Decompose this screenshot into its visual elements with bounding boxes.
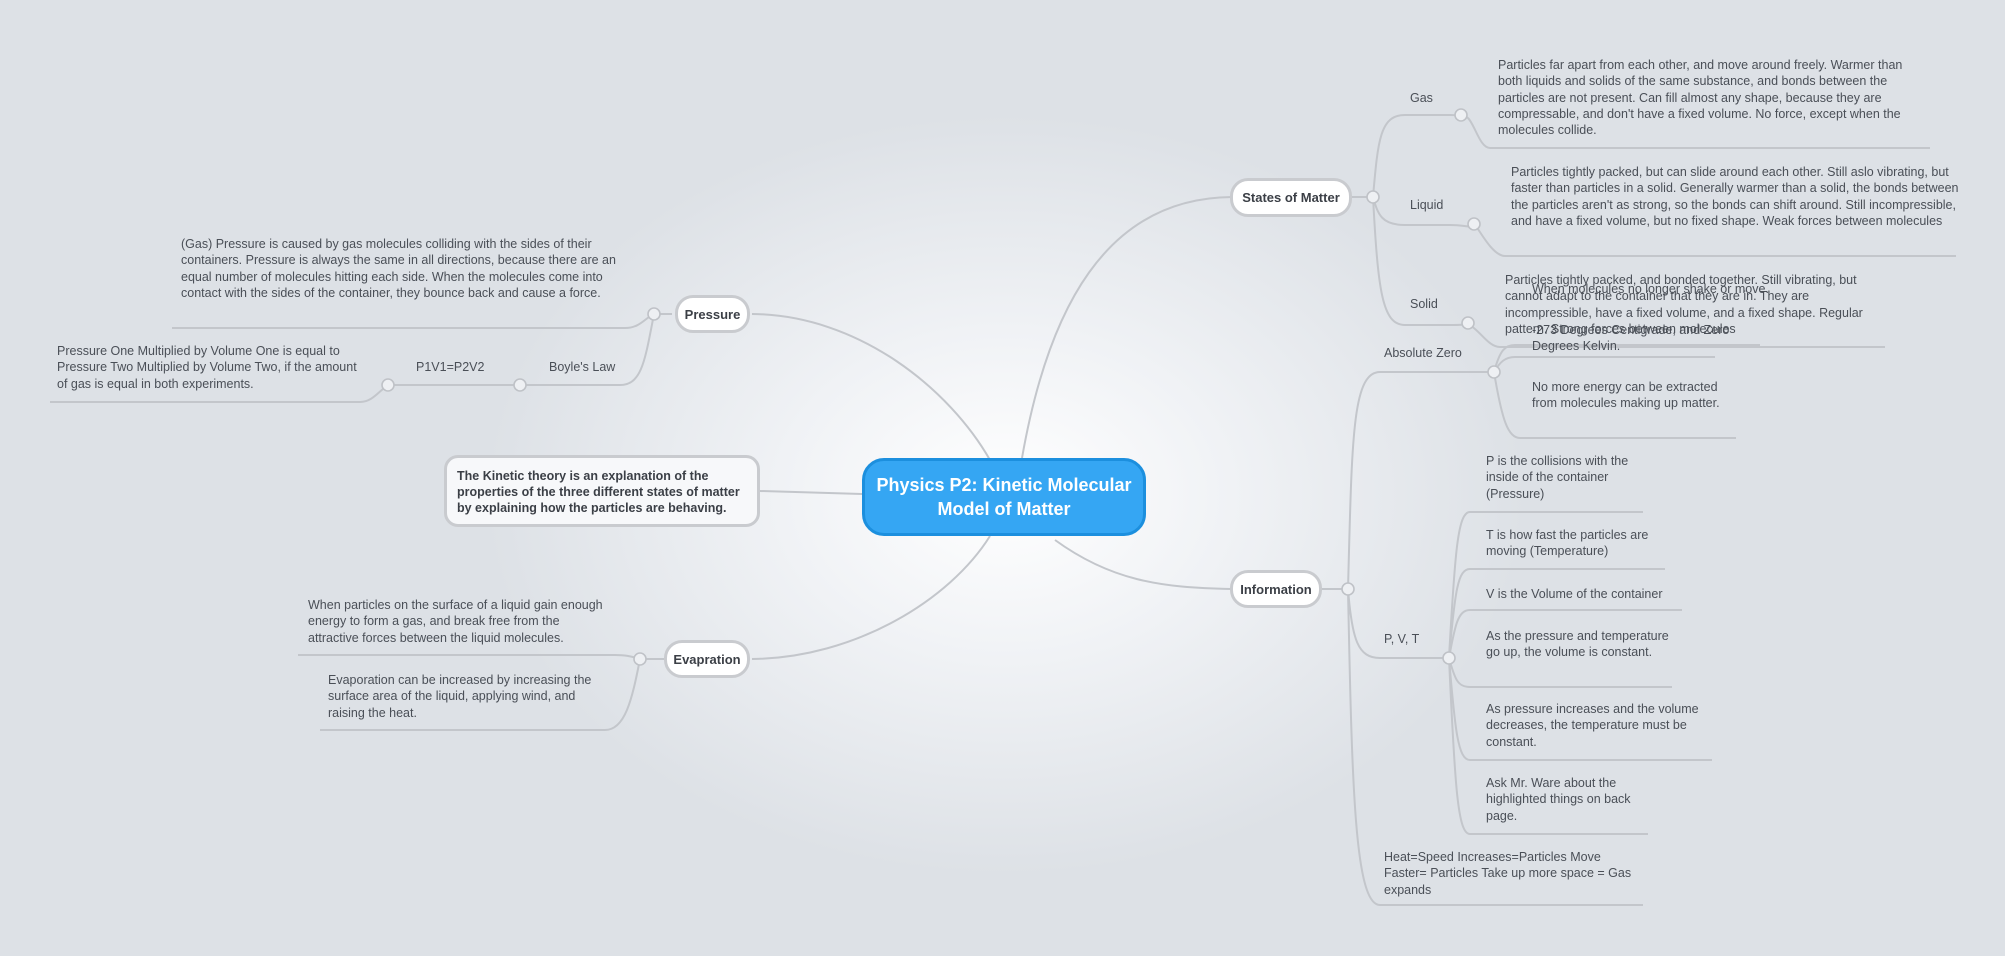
pvt-note-2: T is how fast the particles are moving (… (1486, 528, 1649, 559)
pvt-note-4: As the pressure and temperature go up, t… (1486, 629, 1669, 660)
subtopic-absolute-zero[interactable]: Absolute Zero (1384, 346, 1462, 360)
link-central-evaporation (751, 535, 991, 660)
topic-states-of-matter[interactable]: States of Matter (1230, 178, 1352, 217)
link-pvt (1347, 588, 1449, 659)
evaporation-note-1: When particles on the surface of a liqui… (308, 598, 603, 645)
pvt-note3 (1448, 609, 1682, 659)
link-central-pressure (751, 313, 991, 461)
subtopic-liquid[interactable]: Liquid (1410, 198, 1444, 212)
intro-note[interactable]: The Kinetic theory is an explanation of … (444, 455, 760, 527)
boyles-hub-dot (513, 378, 527, 392)
pressure-gas-note (172, 313, 655, 329)
pvt-note-1: P is the collisions with the inside of t… (1486, 454, 1629, 501)
pvt-note-5: As pressure increases and the volume dec… (1486, 702, 1699, 749)
link-heat (1347, 588, 1643, 906)
pvt-note4 (1448, 657, 1672, 688)
pvt-hub-dot (1442, 651, 1456, 665)
absolute-zero-note-1: When molecules no longer shake or move. (1532, 282, 1769, 296)
subtopic-pvt[interactable]: P, V, T (1384, 632, 1420, 646)
pvt-note1 (1448, 511, 1643, 659)
boyles-formula[interactable]: P1V1=P2V2 (416, 360, 485, 374)
az-note2 (1493, 356, 1715, 373)
boyles-formula-note: Pressure One Multiplied by Volume One is… (57, 344, 357, 391)
absolute-zero-note-2: -273 Degrees Centigrade, and Zero Degree… (1532, 323, 1730, 354)
evaporation-note-2: Evaporation can be increased by increasi… (328, 673, 592, 720)
az-note3 (1493, 371, 1736, 439)
pressure-gas-note: (Gas) Pressure is caused by gas molecule… (181, 237, 616, 300)
pvt-note-3: V is the Volume of the container (1486, 587, 1663, 601)
topic-evaporation[interactable]: Evapration (664, 640, 750, 678)
topic-information[interactable]: Information (1230, 570, 1322, 608)
central-topic[interactable]: Physics P2: Kinetic Molecular Model of M… (862, 458, 1146, 536)
link-gas (1372, 114, 1469, 198)
pressure-hub-dot (647, 307, 661, 321)
information-hub-dot (1341, 582, 1355, 596)
liquid-hub-dot (1467, 217, 1481, 231)
subtopic-solid[interactable]: Solid (1410, 297, 1438, 311)
link-central-information (1054, 539, 1233, 590)
pvt-note6 (1448, 657, 1648, 835)
gas-note-underline (1467, 117, 1930, 149)
solid-note: Particles tightly packed, and bonded tog… (1505, 273, 1863, 336)
evap-hub-dot (633, 652, 647, 666)
states-hub-dot (1366, 190, 1380, 204)
link-central-intro (759, 490, 863, 495)
formula-hub-dot (381, 378, 395, 392)
liquid-note-underline (1475, 225, 1956, 257)
link-absolute-zero (1347, 371, 1494, 590)
link-boyles (520, 313, 655, 386)
absolute-zero-hub-dot (1487, 365, 1501, 379)
link-central-states (1021, 196, 1233, 459)
liquid-note: Particles tightly packed, but can slide … (1511, 165, 1959, 228)
evap-note2 (320, 658, 641, 731)
evap-note1 (298, 654, 641, 660)
central-topic-title: Physics P2: Kinetic Molecular Model of M… (876, 475, 1132, 519)
subtopic-boyles-law[interactable]: Boyle's Law (549, 360, 616, 374)
absolute-zero-note-3: No more energy can be extracted from mol… (1532, 380, 1720, 411)
pvt-note2 (1448, 568, 1665, 659)
topic-pressure-label: Pressure (684, 306, 741, 322)
subtopic-gas[interactable]: Gas (1410, 91, 1433, 105)
topic-pressure[interactable]: Pressure (675, 295, 750, 333)
gas-note: Particles far apart from each other, and… (1498, 58, 1903, 138)
pvt-note-6: Ask Mr. Ware about the highlighted thing… (1486, 776, 1631, 823)
heat-note[interactable]: Heat=Speed Increases=Particles Move Fast… (1384, 850, 1632, 897)
intro-note-text: The Kinetic theory is an explanation of … (457, 469, 740, 515)
topic-evaporation-label: Evapration (673, 651, 741, 667)
gas-hub-dot (1454, 108, 1468, 122)
solid-hub-dot (1461, 316, 1475, 330)
topic-information-label: Information (1240, 581, 1312, 597)
topic-states-of-matter-label: States of Matter (1242, 190, 1340, 205)
